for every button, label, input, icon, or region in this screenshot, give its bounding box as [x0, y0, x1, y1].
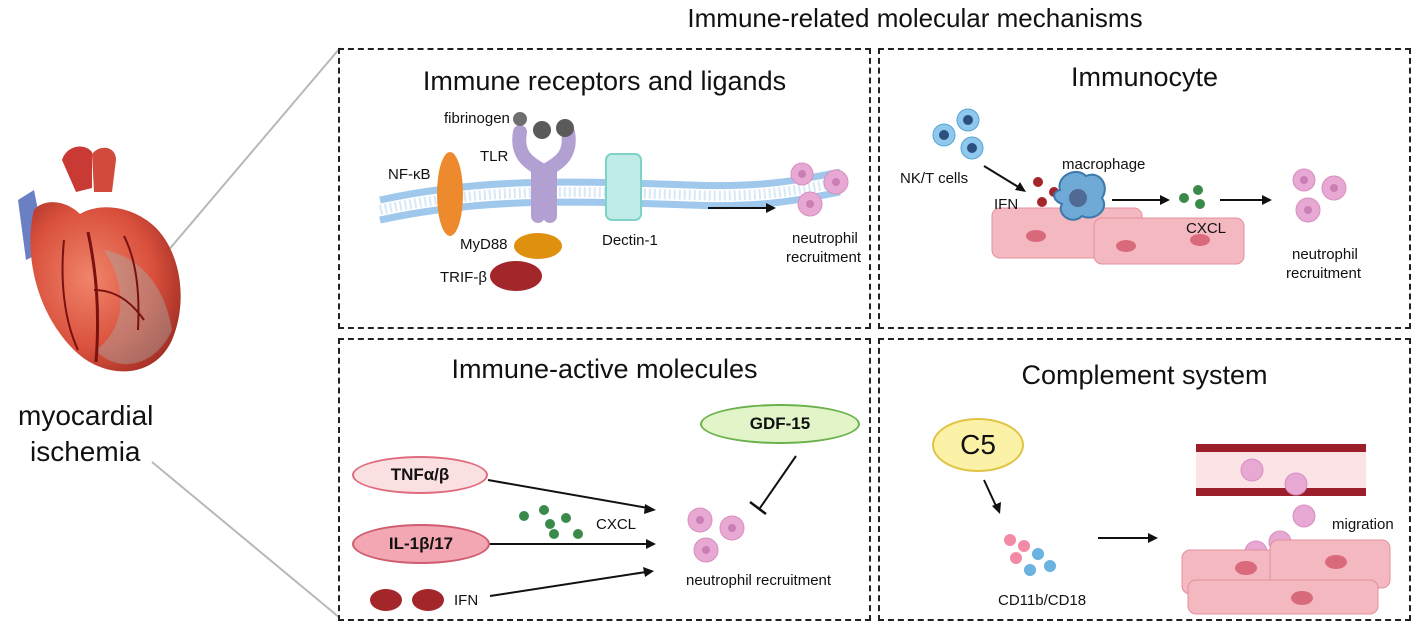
nkt-label: NK/T cells — [900, 170, 969, 187]
migration-label: migration — [1332, 516, 1394, 533]
tlr-label: TLR — [480, 148, 509, 165]
fibrinogen-label: fibrinogen — [444, 110, 510, 127]
il-pill: IL-1β/17 — [352, 524, 490, 564]
fibrinogen-ball — [513, 112, 527, 126]
neutrophil-cluster — [1292, 168, 1347, 223]
panel-molecules-title: Immune-active molecules — [451, 354, 758, 384]
trif-label: TRIF-β — [440, 269, 487, 286]
cxcl-label: CXCL — [1186, 220, 1227, 237]
myd88-shape — [514, 233, 562, 259]
panel-receptors-title: Immune receptors and ligands — [422, 66, 787, 96]
cardiac-tissue — [1181, 539, 1391, 615]
cxcl-label: CXCL — [596, 516, 637, 533]
neutrophil-label-line1: neutrophil — [1292, 246, 1358, 263]
neutrophil-label-line2: recruitment — [1286, 265, 1362, 282]
panel-immunocyte-title: Immunocyte — [1070, 62, 1219, 92]
neutrophil-label-line1: neutrophil — [792, 230, 858, 247]
dectin-1-shape — [605, 153, 642, 221]
blood-vessel — [1196, 444, 1366, 496]
macrophage-icon — [1053, 171, 1106, 221]
dectin-label: Dectin-1 — [602, 232, 658, 249]
tlr-receptor-icon — [512, 125, 576, 223]
fibrinogen-ball — [533, 121, 551, 139]
panel-complement-title: Complement system — [1021, 360, 1268, 390]
cd-label: CD11b/CD18 — [998, 592, 1087, 609]
neutrophil-label-line2: recruitment — [786, 249, 862, 266]
tnf-pill: TNFα/β — [352, 456, 488, 494]
heart-label-line1: myocardial — [18, 400, 154, 431]
immunocyte-diagram — [932, 108, 1347, 265]
c5-pill: C5 — [932, 418, 1024, 472]
heart-icon — [18, 146, 181, 372]
nkt-cells-icon — [932, 108, 984, 160]
receptor-diagram — [378, 112, 849, 291]
gdf-pill: GDF-15 — [700, 404, 860, 444]
nfkb-shape — [437, 152, 463, 236]
ifn-dots — [1033, 177, 1059, 207]
neutrophil-cluster — [687, 507, 745, 563]
panel-receptors: Immune receptors and ligands — [338, 48, 871, 329]
fibrinogen-ball — [556, 119, 574, 137]
panel-molecules: Immune-active molecules — [338, 338, 871, 621]
ifn-shape — [412, 589, 444, 611]
ifn-label: IFN — [454, 592, 479, 609]
cardiac-tissue — [991, 207, 1245, 265]
nfkb-label: NF-κB — [388, 166, 431, 183]
molecules-diagram — [370, 455, 797, 611]
trif-shape — [490, 261, 542, 291]
panel-immunocyte: Immunocyte — [878, 48, 1411, 329]
ifn-shape — [370, 589, 402, 611]
cxcl-dots — [519, 505, 583, 539]
heart-label-line2: ischemia — [30, 436, 141, 467]
cd11b-cd18-dots — [1004, 534, 1056, 576]
myd88-label: MyD88 — [460, 236, 508, 253]
panel-complement: Complement system — [878, 338, 1411, 621]
neutrophil-label: neutrophil recruitment — [686, 572, 832, 589]
complement-diagram — [983, 444, 1391, 615]
main-title: Immune-related molecular mechanisms — [687, 3, 1143, 33]
cxcl-dots — [1179, 185, 1205, 209]
ifn-label: IFN — [994, 196, 1019, 213]
macrophage-label: macrophage — [1062, 156, 1146, 173]
neutrophil-cluster — [790, 162, 849, 217]
